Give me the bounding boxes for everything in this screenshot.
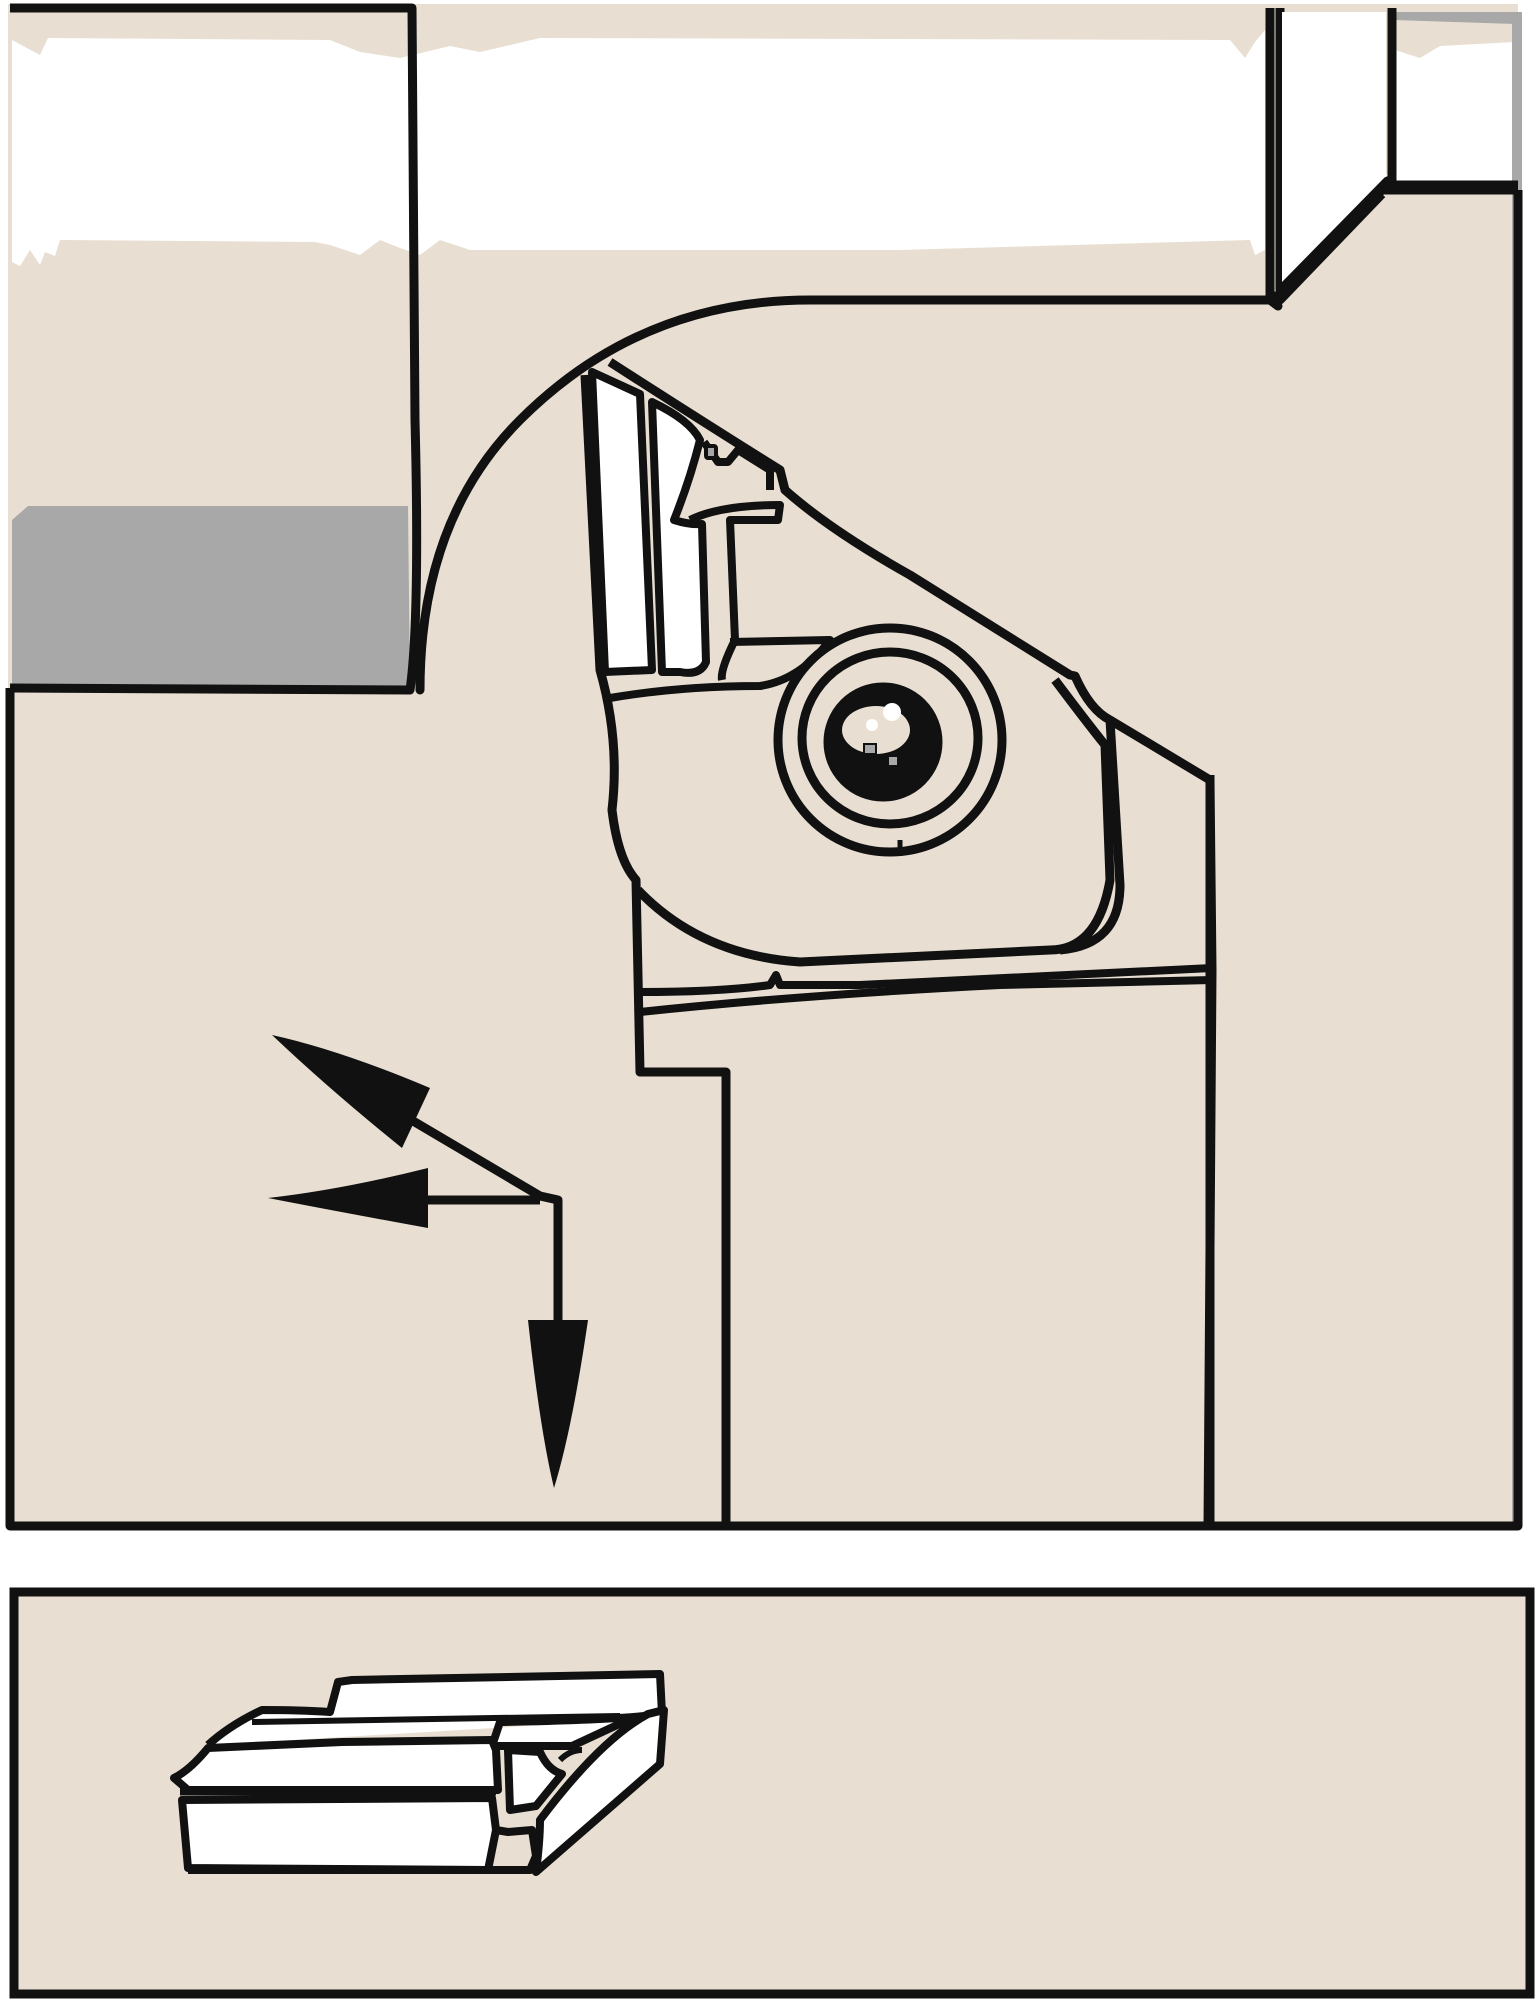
- insert-blade-highlight: [588, 368, 656, 676]
- clamp-column-fill: [1282, 12, 1386, 282]
- insert-nose-curve: [557, 1747, 583, 1763]
- insert-front-face: [178, 1794, 500, 1874]
- pocket-outline: [580, 374, 731, 1526]
- arrow-left-head: [268, 1168, 428, 1228]
- pocket-tab-detail: [704, 444, 718, 460]
- lower-shelf-lower: [639, 976, 1213, 1016]
- insert-blade-second: [648, 398, 710, 677]
- arrow-down-head: [528, 1320, 588, 1488]
- insert-top-face: [205, 1670, 666, 1750]
- shank-gray-block: [12, 506, 410, 686]
- lower-panel: [9, 1587, 1535, 1999]
- clamp-arm-right: [1059, 719, 1125, 955]
- lower-shelf-upper: [639, 964, 1213, 996]
- screw-socket-dot-2: [866, 719, 878, 731]
- insert-left-body: [170, 1736, 502, 1794]
- clamp-screw-icon: [773, 623, 1007, 857]
- shank-outline: [9, 3, 422, 695]
- head-profile-step: [1270, 190, 1386, 305]
- upper-right-shadow: [1395, 12, 1515, 24]
- arrow-connector: [405, 1114, 563, 1330]
- head-profile-outline: [415, 295, 1283, 695]
- insert-chip-breaker: [532, 1706, 668, 1876]
- upper-view: [5, 3, 1523, 1531]
- feed-direction-arrows-icon: [268, 1035, 588, 1488]
- screw-socket-dot-3: [863, 743, 877, 755]
- upper-right-highlight: [1395, 42, 1515, 185]
- screw-socket-dot-1: [883, 703, 901, 721]
- grooving-insert-icon: [170, 1670, 668, 1876]
- upper-frame: [5, 190, 1523, 1531]
- workpiece-band-highlight: [12, 30, 1265, 266]
- pocket-inner-edge: [688, 501, 784, 681]
- arrow-diagonal-head: [272, 1035, 430, 1148]
- insert-base-line: [188, 1826, 540, 1874]
- insert-cutting-face: [504, 1746, 566, 1814]
- screw-socket-dot-4: [887, 755, 899, 767]
- clamp-wedge-outline: [607, 358, 1217, 1527]
- insert-top-edge: [251, 1713, 621, 1725]
